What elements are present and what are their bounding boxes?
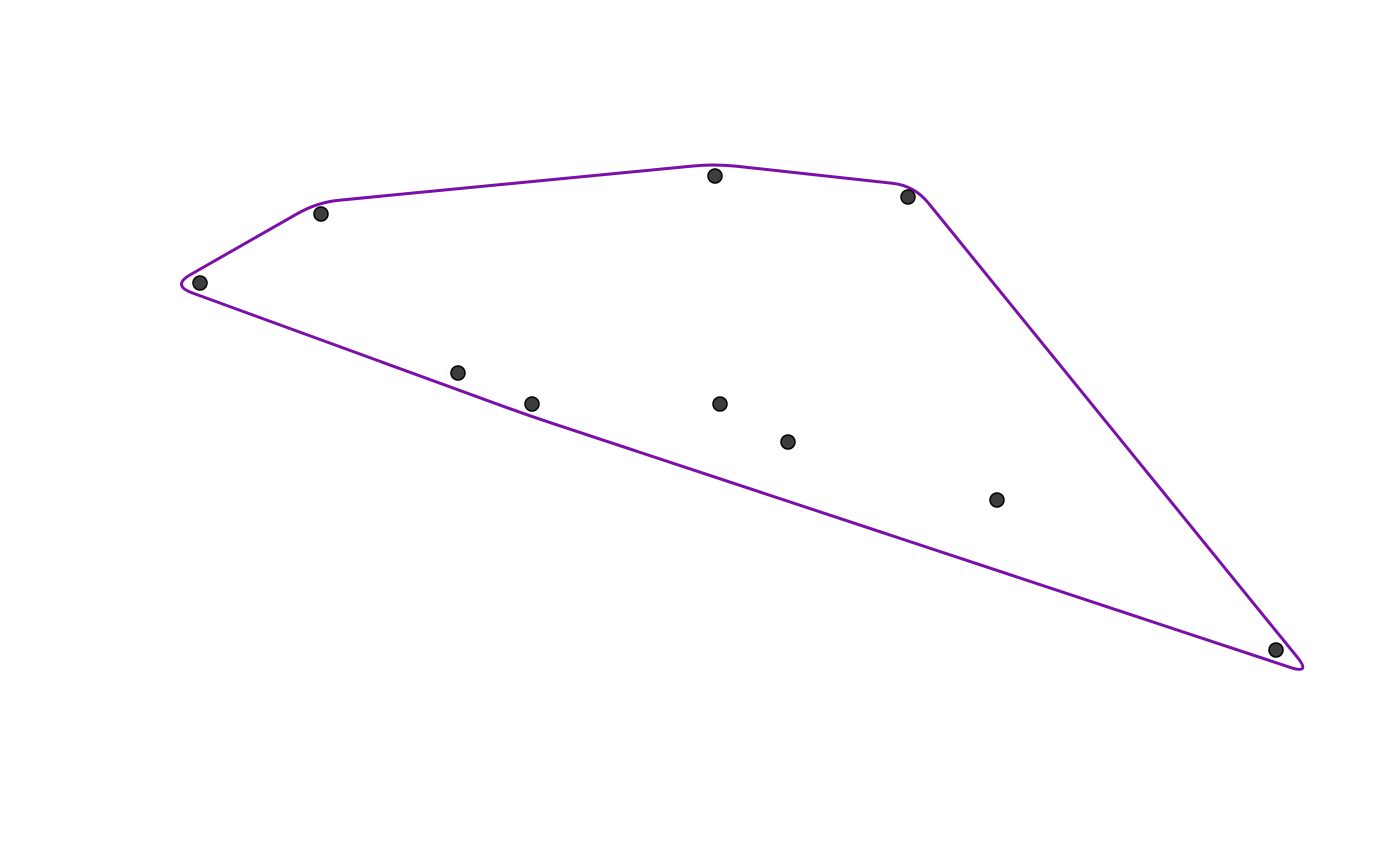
data-point-4 <box>900 189 916 205</box>
hull-outline <box>180 163 1305 671</box>
data-point-1 <box>192 275 208 291</box>
data-point-10 <box>1268 642 1284 658</box>
data-point-7 <box>712 396 728 412</box>
data-point-3 <box>707 168 723 184</box>
data-point-9 <box>989 492 1005 508</box>
data-point-5 <box>450 365 466 381</box>
data-point-8 <box>780 434 796 450</box>
data-point-2 <box>313 206 329 222</box>
data-point-6 <box>524 396 540 412</box>
points-layer <box>192 168 1284 658</box>
